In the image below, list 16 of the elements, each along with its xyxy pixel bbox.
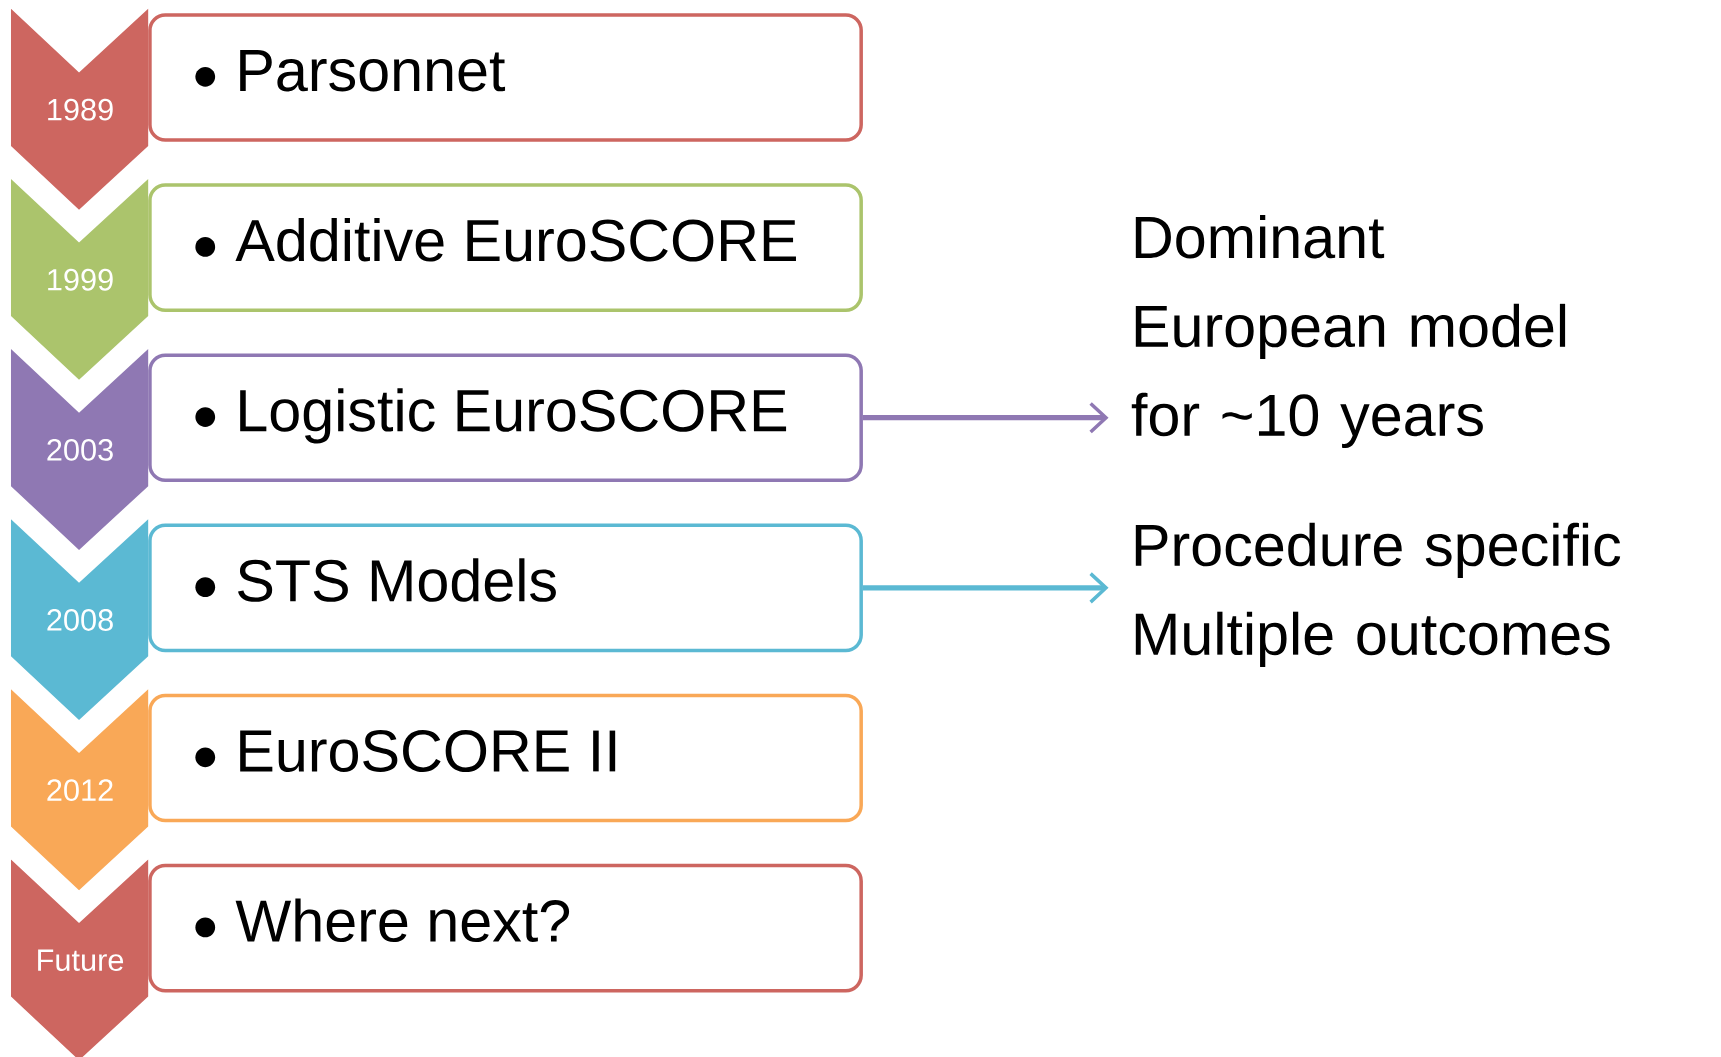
year-banner: 2003: [11, 349, 149, 550]
note-text: Dominant European model for ~10 years: [1131, 214, 1566, 448]
arrow: [862, 572, 1109, 604]
year-banner: 1989: [11, 8, 149, 210]
timeline-box: Parsonnet: [148, 13, 863, 142]
timeline-box: STS Models: [148, 523, 863, 653]
timeline-box: Where next?: [148, 863, 863, 993]
timeline-box: Logistic EuroSCORE: [148, 353, 863, 483]
note-text: Procedure specific Multiple outcomes: [1135, 522, 1621, 667]
timeline-box: EuroSCORE II: [148, 693, 863, 823]
year-banner: 1999: [11, 178, 149, 380]
year-banner: Future: [11, 859, 149, 1057]
year-banner: 2012: [11, 689, 149, 891]
year-banner: 2008: [11, 519, 149, 720]
timeline-box: Additive EuroSCORE: [148, 183, 863, 312]
arrow: [862, 402, 1109, 434]
